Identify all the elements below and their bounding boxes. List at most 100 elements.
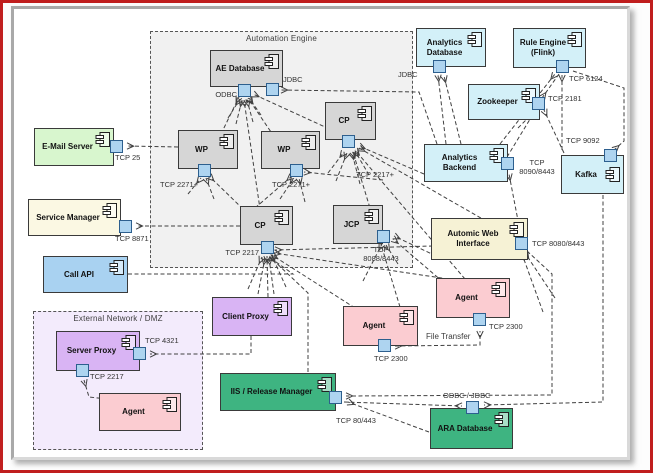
port-label-email-port: TCP 25 — [115, 153, 141, 162]
edge-17 — [572, 70, 625, 150]
edge-6 — [247, 100, 254, 123]
edge-53 — [187, 178, 201, 195]
edge-43 — [150, 336, 252, 354]
component-icon — [317, 377, 332, 392]
node-label-agent-upper: Agent — [455, 293, 478, 302]
edge-24 — [335, 153, 347, 182]
edge-28 — [267, 256, 268, 298]
port-ab-port — [501, 157, 514, 170]
node-label-rule-engine: Rule Engine (Flink) — [519, 38, 567, 57]
edge-10 — [444, 76, 462, 145]
node-wp-1: WP — [178, 130, 238, 169]
port-label-ara-port: ODBC / JDBC — [443, 391, 491, 400]
port-agent-up-port — [473, 313, 486, 326]
node-server-proxy: Server Proxy — [56, 331, 140, 371]
component-icon — [162, 397, 177, 412]
port-label-cp-top-port: TCP 2217+ — [356, 170, 395, 179]
edge-8 — [281, 90, 438, 145]
edge-47 — [348, 402, 430, 433]
node-service-manager: Service Manager — [28, 199, 121, 236]
port-jcp-port — [377, 230, 390, 243]
node-client-proxy: Client Proxy — [212, 297, 292, 336]
node-label-agent-dmz: Agent — [122, 407, 145, 416]
edge-46 — [346, 250, 553, 396]
component-icon — [219, 134, 234, 149]
node-analytics-backend: Analytics Backend — [424, 144, 508, 182]
edge-32 — [270, 257, 309, 372]
node-label-wp-1: WP — [195, 144, 208, 154]
edge-12 — [544, 110, 565, 154]
edge-52 — [209, 176, 244, 210]
port-label-ab-port: TCP 8090/8443 — [519, 158, 555, 176]
node-label-automic-web-interface: Automic Web Interface — [447, 229, 499, 248]
component-icon — [109, 260, 124, 275]
edge-23 — [327, 152, 344, 174]
port-sm-port — [119, 220, 132, 233]
port-label-awi-port: TCP 8080/8443 — [532, 239, 585, 248]
group-label-automation-engine: Automation Engine — [245, 34, 317, 43]
port-cp-bottom-port — [261, 241, 274, 254]
port-label-ae-jdbc: JDBC — [283, 75, 303, 84]
component-icon — [399, 310, 414, 325]
edge-21 — [359, 146, 425, 175]
port-label-cp-bottom-port: TCP 2217 — [225, 248, 259, 257]
edge-25 — [352, 153, 361, 185]
node-label-zookeeper: Zookeeper — [477, 97, 518, 106]
component-icon — [301, 135, 316, 150]
edge-18 — [509, 174, 522, 237]
component-icon — [121, 335, 136, 350]
port-re-port — [556, 60, 569, 73]
node-label-jcp: JCP — [343, 219, 360, 229]
port-ae-jdbc — [266, 83, 279, 96]
component-icon — [274, 210, 289, 225]
component-icon — [102, 203, 117, 218]
edge-35 — [269, 258, 275, 295]
edge-33 — [247, 257, 262, 290]
edge-11 — [506, 111, 535, 158]
node-ae-database: AE Database — [210, 50, 283, 87]
edge-41 — [127, 146, 179, 147]
port-label-sp-bottom-port: TCP 2217 — [90, 372, 124, 381]
port-label-agent-up-port: TCP 2300 — [489, 322, 523, 331]
port-wp2-port — [290, 164, 303, 177]
node-label-analytics-backend: Analytics Backend — [441, 153, 478, 172]
edge-30 — [274, 253, 456, 281]
port-awi-port — [515, 237, 528, 250]
port-label-agent-lo-port: TCP 2300 — [374, 354, 408, 363]
port-kafka-port — [604, 149, 617, 162]
edge-44 — [84, 380, 108, 400]
port-sp-right-port — [133, 347, 146, 360]
node-label-wp-2: WP — [277, 145, 291, 154]
component-icon — [567, 32, 582, 47]
edge-7 — [249, 98, 262, 116]
edge-40 — [386, 245, 399, 265]
port-label-sm-port: TCP 8871 — [115, 234, 149, 243]
component-icon — [494, 412, 509, 427]
node-ara-database: ARA Database — [430, 408, 513, 449]
node-label-service-manager: Service Manager — [36, 212, 100, 222]
node-jcp: JCP — [333, 205, 383, 244]
node-label-cp-bottom: CP — [254, 220, 266, 230]
edge-55 — [254, 176, 292, 209]
edge-56 — [279, 178, 294, 200]
port-email-port — [110, 140, 123, 153]
component-icon — [521, 88, 536, 103]
node-label-ara-database: ARA Database — [437, 423, 493, 433]
edge-9 — [438, 75, 447, 145]
edge-57 — [304, 172, 384, 181]
port-label-sp-right-port: TCP 4321 — [145, 336, 179, 345]
edge-31 — [275, 245, 434, 250]
port-label-ae-odbc: ODBC — [215, 90, 237, 99]
node-agent-upper: Agent — [436, 278, 510, 318]
node-rule-engine: Rule Engine (Flink) — [513, 28, 586, 68]
component-icon — [357, 106, 372, 121]
port-cp-top-port — [342, 135, 355, 148]
edge-37 — [393, 239, 444, 283]
edge-36 — [272, 256, 287, 288]
edge-50 — [525, 253, 556, 299]
port-label-iis-port: TCP 80/443 — [336, 416, 376, 425]
component-icon — [509, 222, 524, 237]
component-icon — [95, 132, 110, 147]
